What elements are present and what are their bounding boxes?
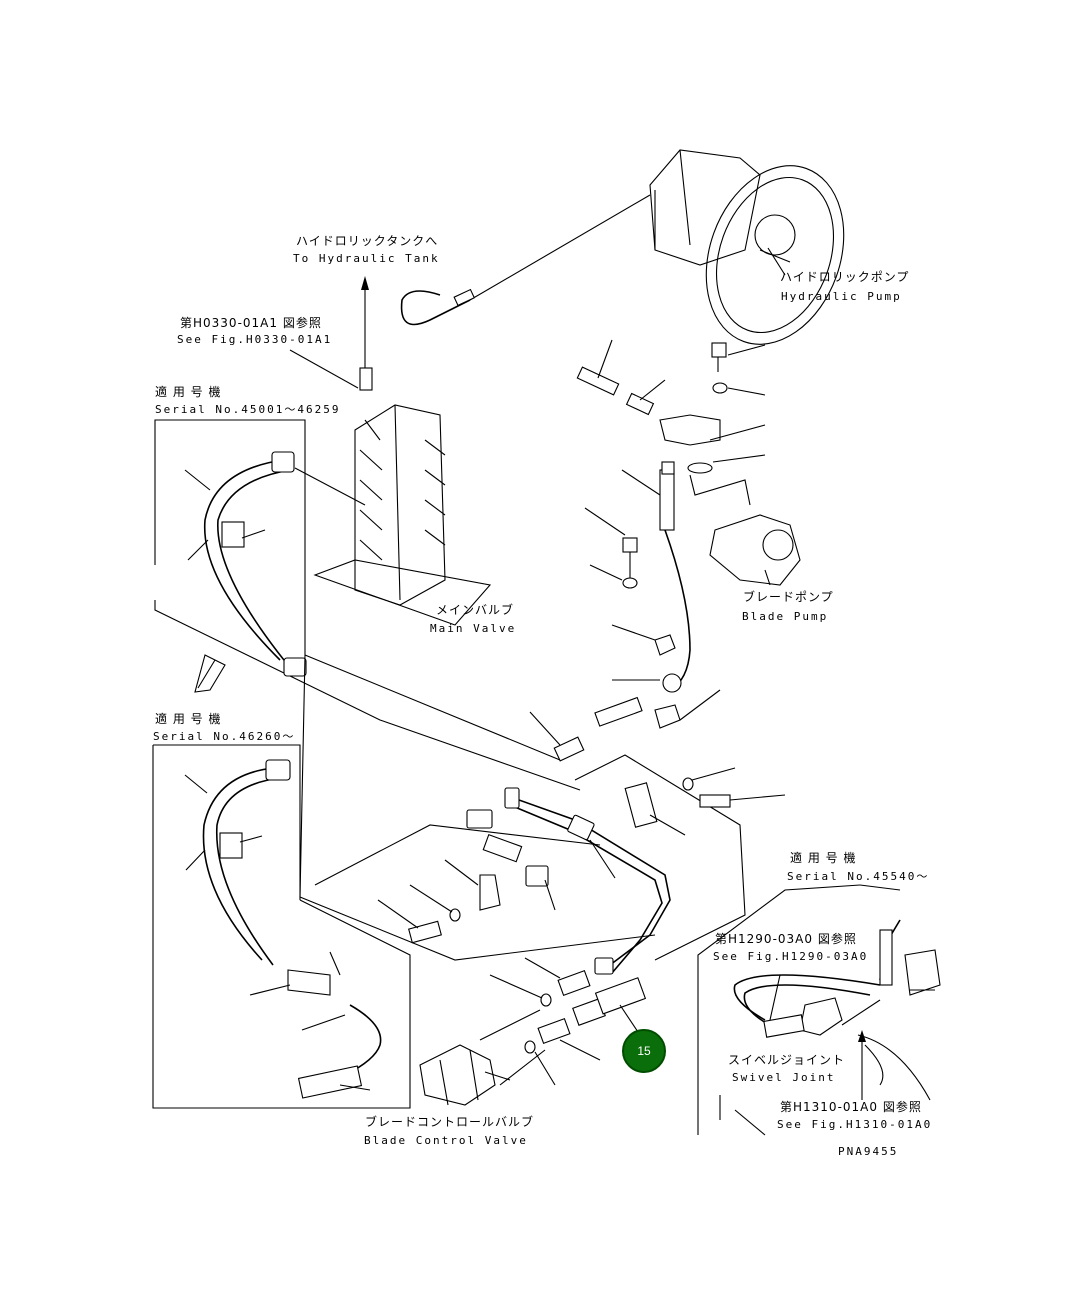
serial2-label-en: Serial No.46260～ [153, 730, 296, 743]
figref1-label-en: See Fig.H0330-01A1 [177, 333, 333, 346]
pump-label-jp: ハイドロリックポンプ [780, 270, 910, 284]
serial3-label-jp: 適 用 号 機 [790, 851, 857, 865]
blade-pump-label-jp: ブレードポンプ [743, 590, 834, 604]
main-valve [313, 367, 492, 626]
tank-label-en: To Hydraulic Tank [293, 252, 440, 265]
blade-pump [709, 514, 801, 586]
blade-pump-label-en: Blade Pump [742, 610, 829, 623]
figref3-label-jp: 第H1310-01A0 図参照 [780, 1100, 922, 1114]
figref2-label-jp: 第H1290-03A0 図参照 [715, 932, 857, 946]
pump-label-en: Hydraulic Pump [781, 290, 902, 303]
drawing-number: PNA9455 [838, 1145, 899, 1158]
serial3-label-en: Serial No.45540～ [787, 870, 930, 883]
serial2-label-jp: 適 用 号 機 [155, 712, 222, 726]
main-valve-label-jp: メインバルブ [436, 603, 515, 617]
swivel-label-en: Swivel Joint [732, 1071, 836, 1084]
bcv-label-en: Blade Control Valve [364, 1134, 528, 1147]
figref3-label-en: See Fig.H1310-01A0 [777, 1118, 933, 1131]
main-valve-label-en: Main Valve [430, 622, 517, 635]
tank-label-jp: ハイドロリックタンクへ [296, 234, 439, 248]
bcv-label-jp: ブレードコントロールバルブ [365, 1115, 535, 1129]
blade-control-valve [419, 1044, 511, 1106]
serial1-label-jp: 適 用 号 機 [155, 385, 222, 399]
swivel-label-jp: スイベルジョイント [728, 1053, 846, 1067]
hydraulic-pump [649, 149, 845, 345]
part-callout-15[interactable]: 15 [622, 1029, 666, 1073]
figref1-label-jp: 第H0330-01A1 図参照 [180, 316, 322, 330]
figref2-label-en: See Fig.H1290-03A0 [713, 950, 869, 963]
serial1-label-en: Serial No.45001～46259 [155, 403, 341, 416]
